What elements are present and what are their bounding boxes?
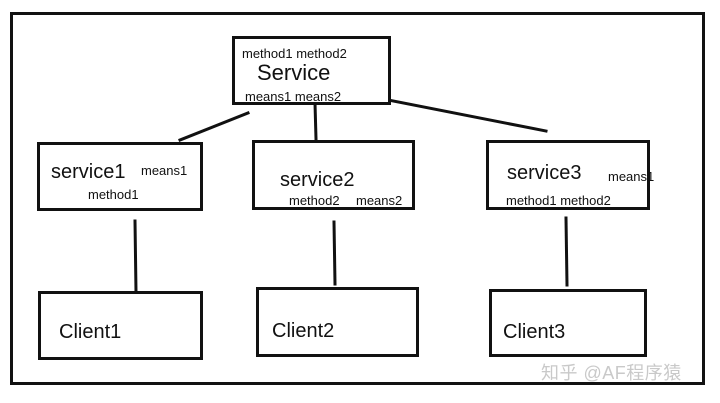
service2-box: service2 method2 means2 [252, 140, 415, 210]
diagram-frame [10, 12, 705, 385]
client2-box: Client2 [256, 287, 419, 357]
service3-means: means1 [608, 169, 655, 184]
service2-methods: method2 [289, 193, 340, 208]
service3-methods: method1 method2 [506, 193, 611, 208]
service-title: Service [257, 60, 331, 85]
service3-box: service3 means1 method1 method2 [486, 140, 654, 210]
client3-label: Client3 [503, 321, 566, 343]
service2-means: means2 [356, 193, 403, 208]
watermark-text: 知乎 @AF程序猿 [541, 363, 682, 383]
service1-title: service1 [51, 161, 126, 183]
client1-label: Client1 [59, 321, 122, 343]
service-box: method1 method2 Service means1 means2 [232, 36, 391, 105]
service2-title: service2 [280, 169, 355, 191]
service-methods: method1 method2 [242, 46, 347, 61]
client2-label: Client2 [272, 320, 335, 342]
client1-box: Client1 [38, 291, 203, 360]
service1-box: service1 means1 method1 [37, 142, 203, 211]
service3-title: service3 [507, 162, 582, 184]
service-means: means1 means2 [245, 89, 342, 104]
service1-methods: method1 [88, 187, 139, 202]
service1-means: means1 [141, 163, 188, 178]
client3-box: Client3 [489, 289, 647, 357]
